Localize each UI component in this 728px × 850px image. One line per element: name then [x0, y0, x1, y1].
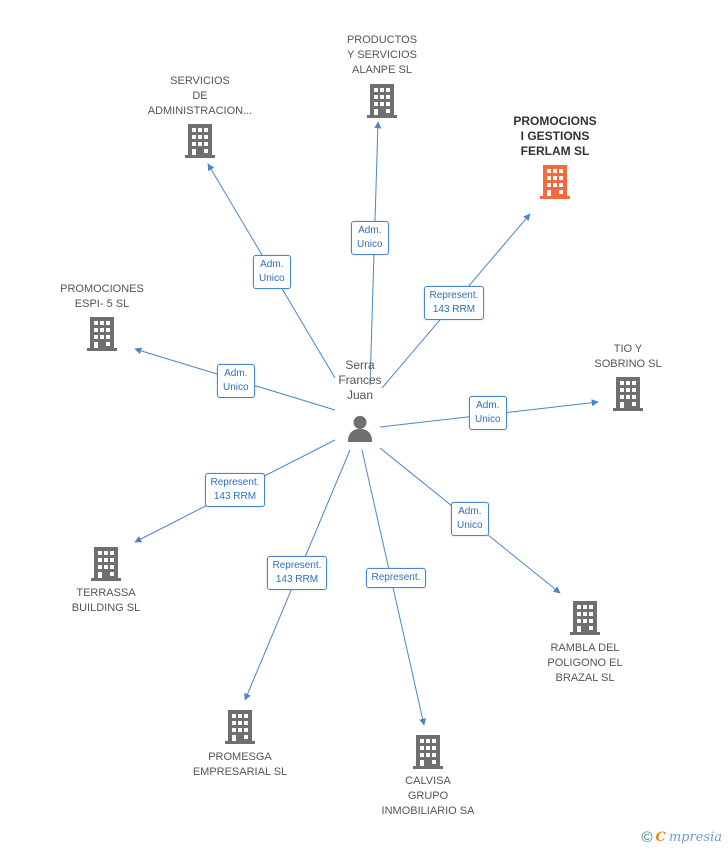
node-label-espi[interactable]: PROMOCIONES ESPI- 5 SL	[60, 283, 144, 310]
ferlam-building-icon[interactable]	[540, 165, 570, 199]
node-label-servicios[interactable]: SERVICIOS DE ADMINISTRACION...	[147, 75, 253, 117]
brand-initial: C	[655, 830, 666, 845]
edge-label-tio[interactable]: Adm. Unico	[469, 396, 507, 430]
edge-label-ferlam[interactable]: Represent. 143 RRM	[423, 286, 485, 320]
promesga-building-icon[interactable]	[225, 710, 255, 744]
edge-label-rambla[interactable]: Adm. Unico	[451, 502, 489, 536]
productos-building-icon[interactable]	[367, 84, 397, 118]
edge-label-calvisa[interactable]: Represent.	[365, 568, 427, 588]
rambla-building-icon[interactable]	[570, 601, 600, 635]
servicios-building-icon[interactable]	[185, 124, 215, 158]
edge-label-promesga[interactable]: Represent. 143 RRM	[266, 556, 328, 590]
node-label-ferlam[interactable]: PROMOCIONS I GESTIONS FERLAM SL	[513, 114, 597, 158]
espi-building-icon[interactable]	[87, 317, 117, 351]
brand-name: mpresia	[668, 830, 722, 845]
node-label-promesga[interactable]: PROMESGA EMPRESARIAL SL	[192, 751, 288, 778]
center-person-name: Serra Frances Juan	[338, 358, 382, 402]
terrassa-building-icon[interactable]	[91, 547, 121, 581]
tio-building-icon[interactable]	[613, 377, 643, 411]
edge-label-productos[interactable]: Adm. Unico	[351, 221, 389, 255]
node-label-tio[interactable]: TIO Y SOBRINO SL	[594, 343, 662, 370]
node-label-calvisa[interactable]: CALVISA GRUPO INMOBILIARIO SA	[381, 775, 475, 817]
copyright-symbol: ©	[641, 829, 653, 846]
center-person-icon[interactable]	[347, 415, 373, 442]
calvisa-building-icon[interactable]	[413, 735, 443, 769]
edge-label-terrassa[interactable]: Represent. 143 RRM	[204, 473, 266, 507]
node-label-productos[interactable]: PRODUCTOS Y SERVICIOS ALANPE SL	[346, 34, 418, 76]
edge-label-servicios[interactable]: Adm. Unico	[253, 255, 291, 289]
node-label-terrassa[interactable]: TERRASSA BUILDING SL	[71, 587, 141, 614]
edge-label-espi[interactable]: Adm. Unico	[217, 364, 255, 398]
node-label-rambla[interactable]: RAMBLA DEL POLIGONO EL BRAZAL SL	[547, 642, 623, 684]
